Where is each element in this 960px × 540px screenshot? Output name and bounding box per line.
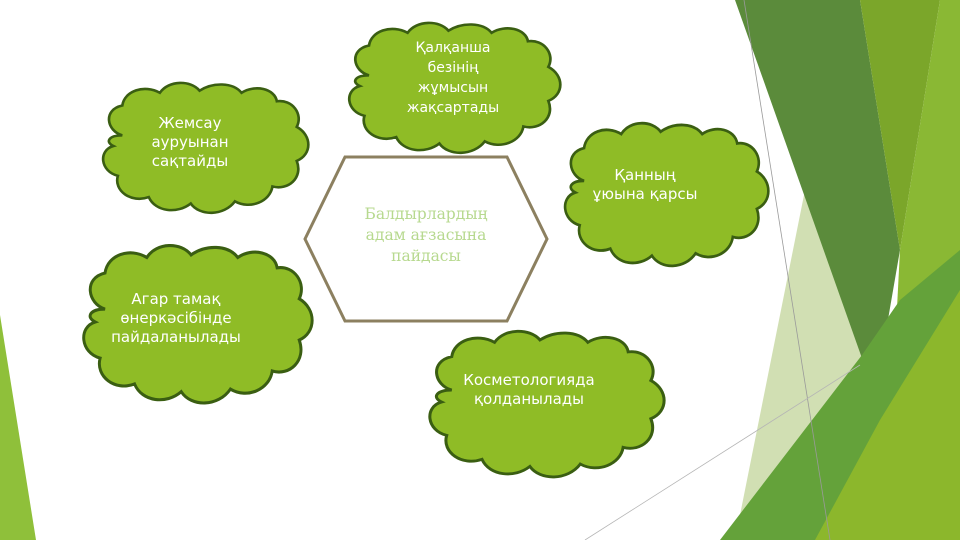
center-hexagon: Балдырлардың адам ағзасына пайдасы: [303, 155, 549, 323]
cloud-thyroid: Қалқанша безінің жұмысын жақсартады: [344, 20, 562, 155]
cloud-cosmetics-text: Косметологияда қолданылады: [463, 371, 595, 408]
pale-wedge: [735, 140, 885, 540]
thin-line-diagonal: [584, 364, 861, 540]
center-title: Балдырлардың адам ағзасына пайдасы: [364, 204, 488, 265]
thin-line-vertical: [743, 0, 831, 540]
left-green-triangle: [0, 315, 36, 540]
cloud-food-industry-text: Агар тамақ өнеркәсібінде пайдаланылады: [111, 289, 241, 346]
bottom-lime-diagonal: [815, 290, 960, 540]
cloud-blood-text: Қанның ұюына қарсы: [592, 165, 698, 203]
hexagon-shape: [303, 155, 549, 323]
cloud-disease: Жемсау ауруынан сақтайды: [98, 80, 310, 215]
dark-green-wedge: [735, 0, 900, 395]
cloud-disease-text: Жемсау ауруынан сақтайды: [151, 113, 229, 170]
mid-green-wedge: [860, 0, 940, 250]
cloud-thyroid-text: Қалқанша безінің жұмысын жақсартады: [406, 40, 500, 116]
cloud-blood: Қанның ұюына қарсы: [560, 120, 770, 268]
cloud-food-industry: Агар тамақ өнеркәсібінде пайдаланылады: [78, 242, 314, 405]
cloud-cosmetics: Косметологияда қолданылады: [424, 328, 666, 479]
